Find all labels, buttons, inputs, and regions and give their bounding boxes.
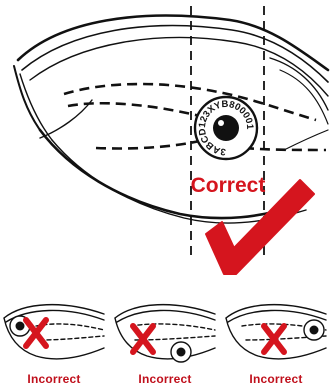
incorrect-example-1: Incorrect (0, 296, 108, 388)
incorrect-example-3: Incorrect (222, 296, 330, 388)
inner-ridge-lines (64, 84, 326, 150)
cross-icon (26, 320, 46, 346)
incorrect-diagram-2 (111, 296, 219, 371)
incorrect-label: Incorrect (111, 372, 219, 386)
status-label-correct: Correct (191, 174, 266, 197)
ear-tag: 3ABCD123XYB800001 (195, 97, 257, 159)
incorrect-diagram-3 (222, 296, 330, 371)
incorrect-label: Incorrect (0, 372, 108, 386)
cross-icon (133, 326, 153, 352)
correct-placement-diagram: 3ABCD123XYB800001 Correct (0, 0, 330, 292)
incorrect-example-2: Incorrect (111, 296, 219, 388)
incorrect-label: Incorrect (222, 372, 330, 386)
ear-outline (14, 16, 328, 223)
incorrect-diagram-1 (0, 296, 108, 371)
